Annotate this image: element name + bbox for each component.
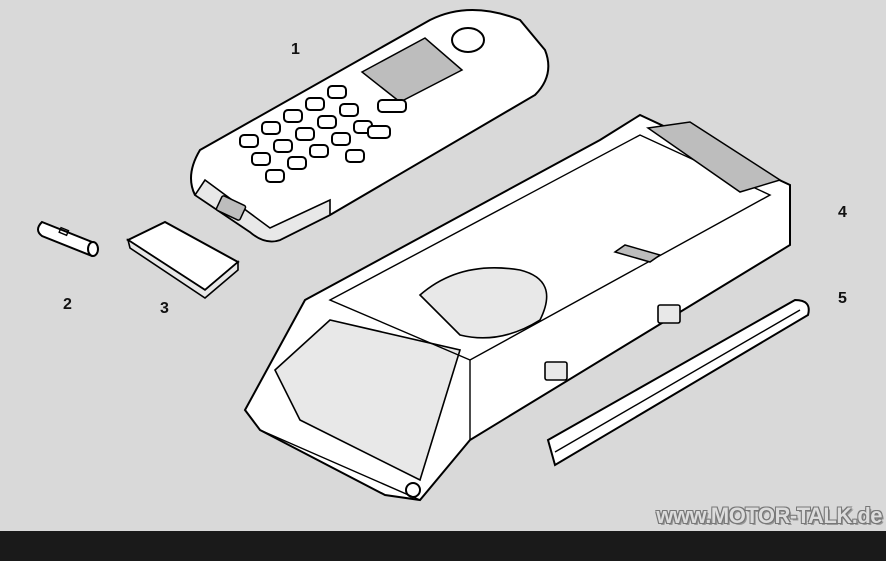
keypad [239,85,407,183]
battery-cover [125,220,240,300]
footer-bar [0,531,886,561]
exploded-parts-diagram [37,9,810,502]
cradle [243,113,791,502]
phone-handset [190,9,550,243]
callout-3: 3 [160,300,169,317]
battery [37,220,99,258]
trim-strip [546,298,810,467]
callout-1: 1 [291,41,300,58]
watermark: www.MOTOR-TALK.de [656,503,882,528]
callout-2: 2 [63,296,72,313]
callout-5: 5 [838,290,847,307]
callout-4: 4 [838,204,847,221]
